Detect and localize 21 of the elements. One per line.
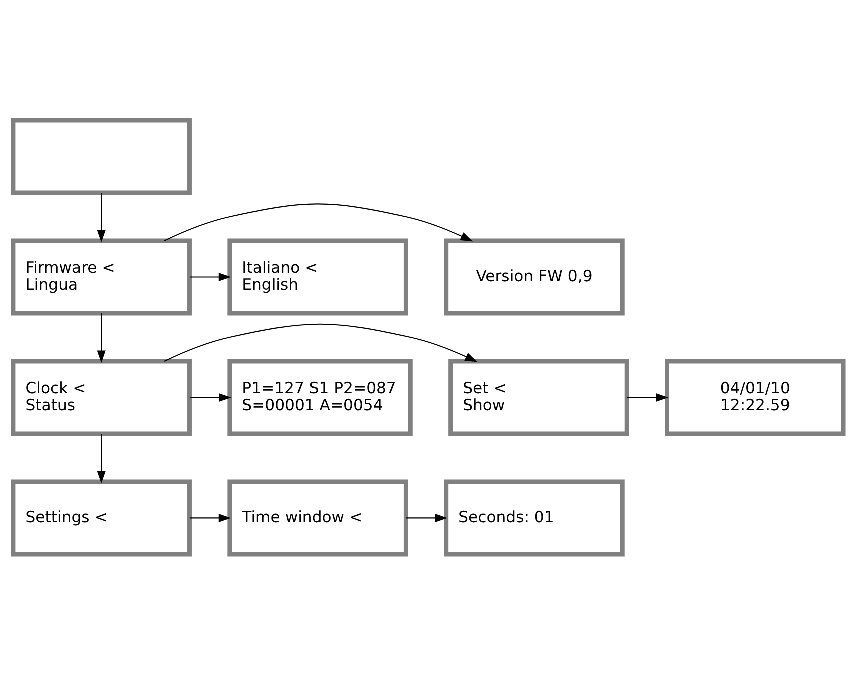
node-box: Version FW 0,9 [444,238,624,316]
node-box: P1=127 S1 P2=087 S=00001 A=0054 [227,359,412,436]
arrow [189,272,231,282]
node-box: Settings < [10,480,192,557]
node-box: Set < Show [448,359,629,436]
arrow [164,204,473,242]
node-box: Italiano < English [227,238,408,316]
node-box: 04/01/10 12:22.59 [664,359,846,436]
node-box: Time window < [227,480,408,557]
node-box [10,118,192,196]
arrow [96,314,106,364]
arrow [96,193,106,243]
node-box: Firmware < Lingua [10,238,192,316]
arrow [406,514,448,523]
node-box: Seconds: 01 [444,480,624,557]
arrow [96,434,106,484]
arrow [189,514,231,523]
arrow [164,324,478,362]
arrow [190,393,231,402]
node-box: Clock < Status [10,359,192,436]
arrow [626,393,668,402]
